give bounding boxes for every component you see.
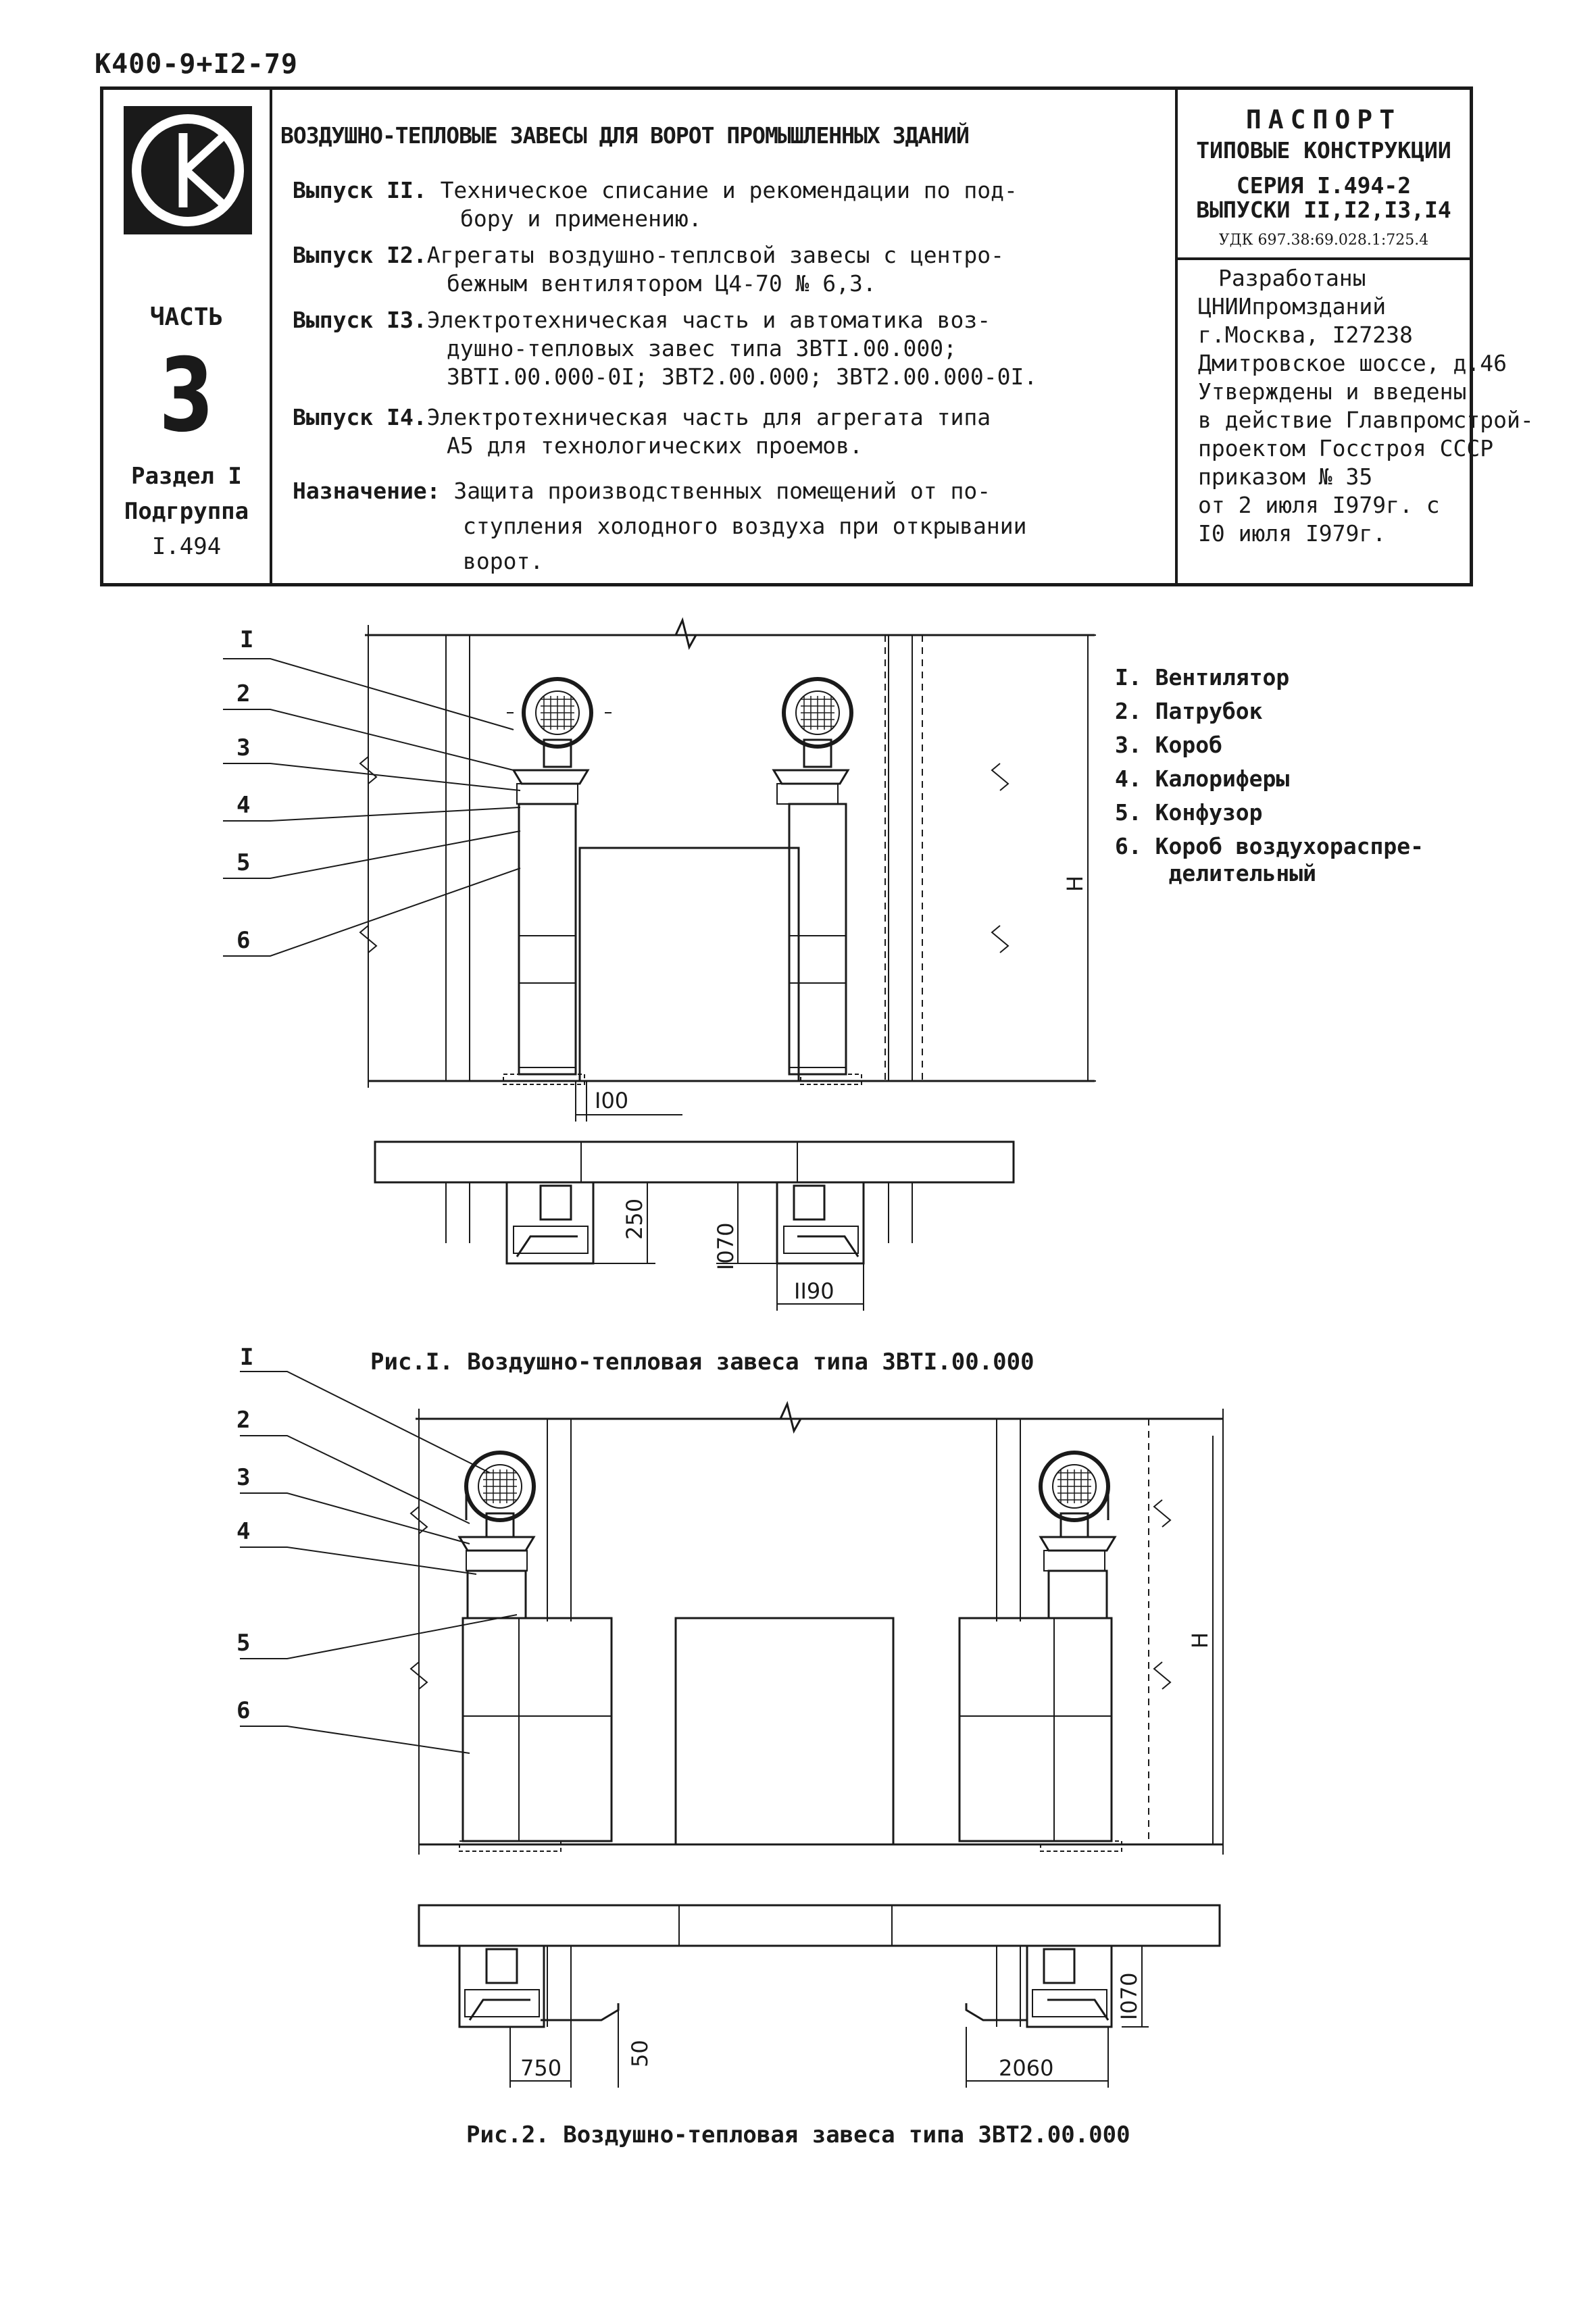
figure1-caption: Рис.I. Воздушно-тепловая завеса типа ЗВТ…	[370, 1349, 1034, 1376]
developer-line: приказом № 35	[1198, 463, 1373, 490]
fig1-callout-2: 2	[236, 680, 250, 707]
passport-series: СЕРИЯ I.494-2	[1236, 172, 1412, 199]
logo-ck-icon	[124, 106, 252, 234]
fig2-callout-2: 2	[236, 1407, 250, 1434]
figure1-plan	[374, 1140, 1015, 1311]
fig1-callout-4: 4	[236, 792, 250, 819]
legend-item: 6. Короб воздухораспре-	[1115, 833, 1424, 859]
figure2-elevation	[240, 1371, 1224, 1855]
fig2-callout-3: 3	[236, 1464, 250, 1491]
fig1-height-label: Н	[1062, 876, 1088, 892]
issue-11: Выпуск II. Техническое списание и рекоме…	[293, 177, 1018, 232]
fig1-dim-width: II90	[794, 1278, 834, 1304]
fig2-dim-height: I070	[1116, 1972, 1142, 2020]
fig2-dim-gap: 50	[627, 2040, 653, 2067]
developer-line: от 2 июля I979г. с	[1198, 492, 1440, 518]
issue-14: Выпуск I4.Электротехническая часть для а…	[293, 404, 991, 459]
fig1-dim-depth: 250	[622, 1199, 647, 1240]
fig1-dim-height: I070	[713, 1222, 739, 1270]
figure2-plan	[418, 1904, 1221, 2088]
fig1-callout-1: I	[240, 626, 253, 653]
legend-item: 3. Короб	[1115, 732, 1222, 758]
title-stamp: ЧАСТЬ 3 Раздел I Подгруппа I.494 ВОЗДУШН…	[100, 86, 1534, 586]
stamp-right-column: ПАСПОРТ ТИПОВЫЕ КОНСТРУКЦИИ СЕРИЯ I.494-…	[1178, 90, 1534, 583]
subgroup-label: Подгруппа	[124, 498, 249, 525]
part-number: 3	[159, 337, 214, 455]
fig1-callout-5: 5	[236, 849, 250, 876]
legend-item: 2. Патрубок	[1115, 698, 1263, 724]
legend-item: 5. Конфузор	[1115, 799, 1263, 826]
developer-line: Утверждены и введены	[1198, 378, 1467, 405]
fig2-callout-6: 6	[236, 1697, 250, 1724]
fig2-callout-4: 4	[236, 1518, 250, 1545]
stamp-left-column: ЧАСТЬ 3 Раздел I Подгруппа I.494	[103, 90, 272, 583]
legend-item: делительный	[1115, 860, 1317, 886]
fig2-dim-left: 750	[520, 2055, 562, 2081]
purpose: Назначение: Защита производственных поме…	[293, 478, 1027, 574]
figure2-caption: Рис.2. Воздушно-тепловая завеса типа ЗВТ…	[466, 2121, 1130, 2148]
legend-item: 4. Калориферы	[1115, 765, 1290, 792]
fig1-callout-6: 6	[236, 927, 250, 954]
fig2-height-label: Н	[1187, 1632, 1213, 1649]
developer-line: в действие Главпромстрой-	[1198, 407, 1534, 433]
legend: I. Вентилятор 2. Патрубок 3. Короб 4. Ка…	[1115, 661, 1424, 884]
fig1-dim-offset: I00	[595, 1088, 628, 1113]
developer-line: ЦНИИпромзданий	[1198, 293, 1387, 320]
stamp-title: ВОЗДУШНО-ТЕПЛОВЫЕ ЗАВЕСЫ ДЛЯ ВОРОТ ПРОМЫ…	[280, 122, 970, 149]
fig2-callout-1: I	[240, 1344, 253, 1371]
developer-line: г.Москва, I27238	[1198, 322, 1413, 348]
developer-line: I0 июля I979г.	[1198, 520, 1387, 547]
part-label: ЧАСТЬ	[149, 303, 224, 331]
fig1-callout-3: 3	[236, 734, 250, 761]
passport-type: ТИПОВЫЕ КОНСТРУКЦИИ	[1196, 137, 1451, 164]
fig2-dim-right: 2060	[999, 2055, 1053, 2081]
document-code: К400-9+I2-79	[95, 49, 298, 80]
passport-issues: ВЫПУСКИ II,I2,I3,I4	[1196, 197, 1451, 223]
fig2-callout-5: 5	[236, 1630, 250, 1657]
passport-divider	[1178, 257, 1470, 260]
stamp-middle-column: ВОЗДУШНО-ТЕПЛОВЫЕ ЗАВЕСЫ ДЛЯ ВОРОТ ПРОМЫ…	[272, 90, 1178, 583]
legend-item: I. Вентилятор	[1115, 664, 1290, 690]
passport-udk: УДК 697.38:69.028.1:725.4	[1218, 232, 1429, 249]
passport-title: ПАСПОРТ	[1245, 105, 1402, 134]
issue-12: Выпуск I2.Агрегаты воздушно-теплсвой зав…	[293, 242, 1004, 297]
developer-line: Дмитровское шоссе, д.46	[1198, 350, 1507, 376]
section-label: Раздел I	[131, 463, 242, 490]
issue-13: Выпуск I3.Электротехническая часть и авт…	[293, 307, 1038, 390]
developer-line: Разработаны	[1218, 265, 1366, 291]
figure1-elevation	[223, 617, 1096, 1122]
developer-line: проектом Госстроя СССР	[1198, 435, 1494, 461]
subgroup-number: I.494	[151, 533, 222, 560]
